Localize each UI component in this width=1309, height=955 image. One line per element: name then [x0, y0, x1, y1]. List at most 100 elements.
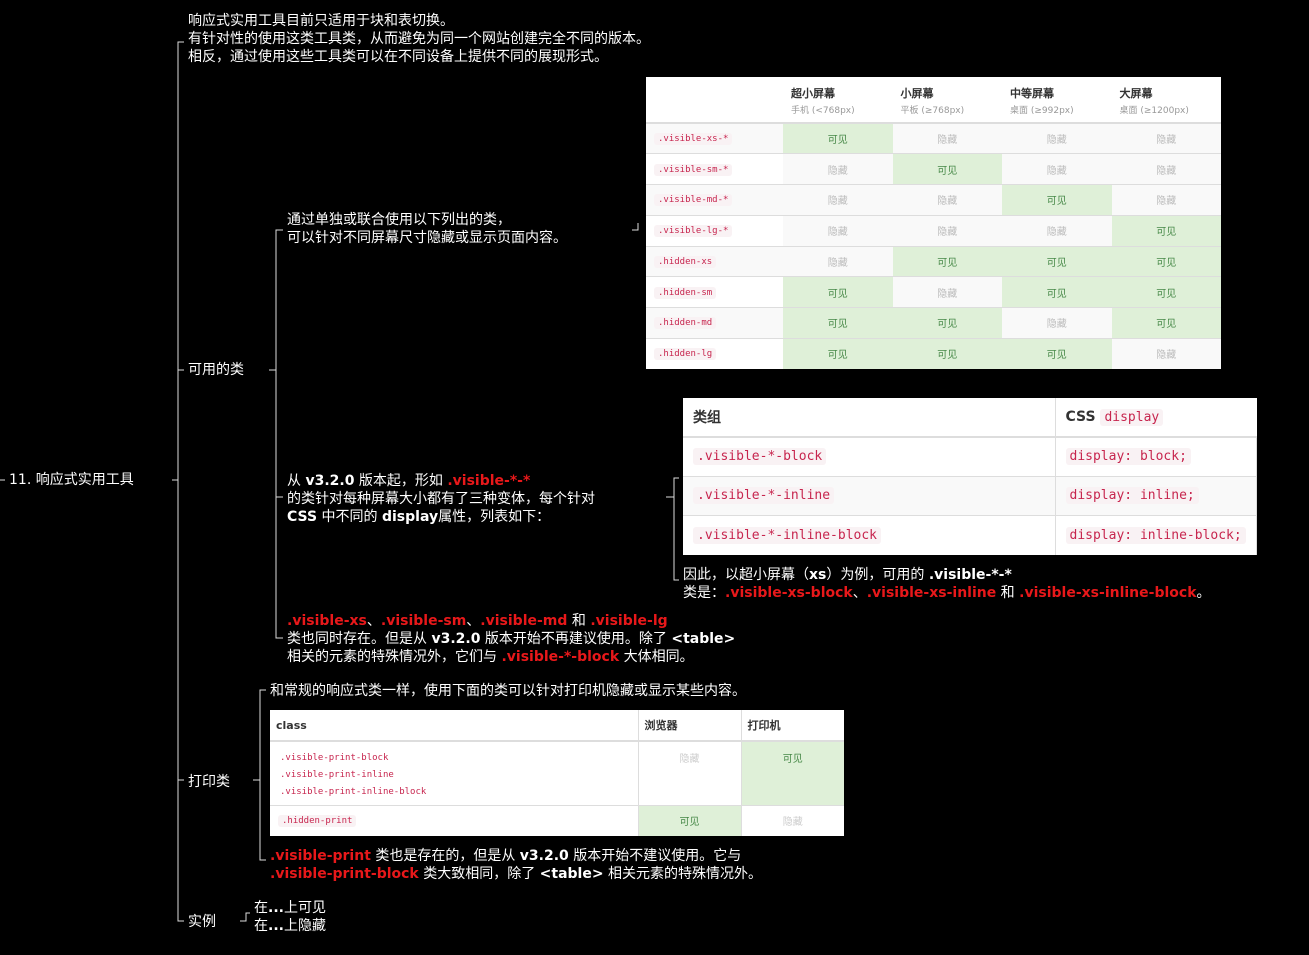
p2-l2-post: 相关元素的特殊情况外。	[603, 866, 763, 882]
n3-sep-2: 、	[466, 613, 481, 629]
n3-l3-pre: 相关的元素的特殊情况外，它们与	[287, 649, 502, 665]
ex1-pre: 在	[254, 900, 268, 916]
table1-class-code: .hidden-md	[654, 317, 717, 330]
n3-class-4: .visible-lg	[590, 613, 668, 629]
n3-sep-1: 、	[366, 613, 381, 629]
n3-l2-tag: <table>	[671, 631, 736, 647]
ex2-dots: ...	[268, 918, 284, 934]
table1-cell-visible: 可见	[783, 307, 893, 339]
available-classes-node[interactable]: 可用的类	[188, 362, 244, 378]
available-node-3-line-2: 类也同时存在。但是从 v3.2.0 版本开始不再建议使用。除了 <table>	[287, 630, 735, 648]
example-node[interactable]: 实例	[188, 914, 216, 930]
table-row: .visible-sm-*隐藏可见隐藏隐藏	[646, 153, 1221, 185]
n2-l1-pre: 从	[287, 473, 306, 489]
n2-l3-css: CSS	[287, 509, 318, 525]
table2-css-code: display: inline-block;	[1065, 527, 1246, 545]
root-node[interactable]: 11. 响应式实用工具	[9, 472, 134, 488]
table1-cell-visible: 可见	[1002, 276, 1112, 308]
example-children[interactable]: 在...上可见 在...上隐藏	[254, 899, 326, 935]
table1-cell-visible: 可见	[1111, 214, 1221, 246]
available-node-2-line-2: 的类针对每种屏幕大小都有了三种变体，每个针对	[287, 491, 595, 507]
p2-l1-version: v3.2.0	[519, 848, 569, 864]
table-row: .visible-*-inline-block display: inline-…	[683, 515, 1257, 555]
print-classes-node[interactable]: 打印类	[188, 774, 230, 790]
available-node-3-line-3: 相关的元素的特殊情况外，它们与 .visible-*-block 大体相同。	[287, 648, 735, 666]
table1-cell-class: .hidden-sm	[646, 276, 783, 308]
table1-cell-visible: 可见	[1111, 276, 1221, 308]
xs-l2-and: 和	[996, 585, 1020, 601]
table1-cell-hidden: 隐藏	[783, 184, 893, 216]
table1-cell-hidden: 隐藏	[892, 184, 1002, 216]
table2-cell-class: .visible-*-inline-block	[683, 515, 1056, 555]
table-row: .visible-md-*隐藏隐藏可见隐藏	[646, 184, 1221, 216]
table3-cell-classes: .visible-print-block .visible-print-inli…	[270, 740, 639, 805]
available-node-3[interactable]: .visible-xs、.visible-sm、.visible-md 和 .v…	[287, 612, 735, 666]
available-node-2[interactable]: 从 v3.2.0 版本起，形如 .visible-*-* 的类针对每种屏幕大小都…	[287, 472, 595, 526]
table1-cell-hidden: 隐藏	[892, 122, 1002, 154]
table1-cell-hidden: 隐藏	[892, 276, 1002, 308]
table1-class-code: .hidden-lg	[654, 348, 717, 361]
table1-cell-hidden: 隐藏	[1002, 214, 1112, 246]
xs-example-node[interactable]: 因此，以超小屏幕（xs）为例，可用的 .visible-*-* 类是：.visi…	[683, 566, 1211, 602]
print-node-2-line-1: .visible-print 类也是存在的，但是从 v3.2.0 版本开始不建议…	[270, 847, 762, 865]
intro-line-2: 有针对性的使用这类工具类，从而避免为同一个网站创建完全不同的版本。	[188, 31, 650, 47]
n2-l3-post: 属性，列表如下：	[438, 509, 551, 525]
table2-class-code: .visible-*-inline	[693, 487, 835, 505]
print-class-block: .visible-print-block	[280, 753, 389, 763]
n2-l1-code: .visible-*-*	[447, 473, 531, 489]
table1-cell-visible: 可见	[783, 122, 893, 154]
xs-example-line-2: 类是：.visible-xs-block、.visible-xs-inline …	[683, 584, 1211, 602]
table1-cell-visible: 可见	[892, 307, 1002, 339]
table1-class-code: .hidden-xs	[654, 255, 717, 268]
table2-css-code: display: inline;	[1065, 487, 1199, 505]
screen-size-table: 超小屏幕手机 (<768px) 小屏幕平板 (≥768px) 中等屏幕桌面 (≥…	[646, 77, 1221, 369]
xs-l2-class-3: .visible-xs-inline-block	[1019, 585, 1197, 601]
xs-l1-code: .visible-*-*	[928, 567, 1012, 583]
table-row: .visible-lg-*隐藏隐藏隐藏可见	[646, 214, 1221, 246]
table2-css-code: display: block;	[1065, 448, 1191, 466]
n3-l2-mid: 版本开始不再建议使用。除了	[480, 631, 672, 647]
table1-header-md: 中等屏幕桌面 (≥992px)	[1002, 77, 1112, 124]
p2-l1-post: 版本开始不建议使用。它与	[568, 848, 742, 864]
table1-cell-visible: 可见	[892, 245, 1002, 277]
available-node-2-line-3: CSS 中不同的 display属性，列表如下：	[287, 508, 595, 526]
table1-cell-hidden: 隐藏	[1002, 122, 1112, 154]
table1-class-code: .visible-sm-*	[654, 163, 733, 176]
table-row: .visible-*-inline display: inline;	[683, 475, 1257, 516]
table1-header-lg: 大屏幕桌面 (≥1200px)	[1111, 77, 1221, 124]
p2-class-1: .visible-print	[270, 848, 371, 864]
xs-example-line-1: 因此，以超小屏幕（xs）为例，可用的 .visible-*-*	[683, 566, 1211, 584]
n3-l3-code: .visible-*-block	[501, 649, 620, 665]
table1-header-lg-title: 大屏幕	[1119, 87, 1153, 100]
table1-cell-hidden: 隐藏	[1111, 337, 1221, 369]
table1-cell-class: .hidden-md	[646, 307, 783, 339]
intro-node[interactable]: 响应式实用工具目前只适用于块和表切换。 有针对性的使用这类工具类，从而避免为同一…	[188, 12, 650, 66]
table1-cell-hidden: 隐藏	[1111, 153, 1221, 185]
table-row: .visible-xs-*可见隐藏隐藏隐藏	[646, 122, 1221, 154]
table1-cell-hidden: 隐藏	[892, 214, 1002, 246]
table1-cell-visible: 可见	[1002, 337, 1112, 369]
table1-cell-hidden: 隐藏	[783, 153, 893, 185]
ex1-dots: ...	[268, 900, 284, 916]
table1-header-sm-title: 小屏幕	[900, 87, 934, 100]
table1-cell-hidden: 隐藏	[1111, 184, 1221, 216]
table3-cell-browser: 隐藏	[638, 740, 742, 805]
n2-l1-mid: 版本起，形如	[354, 473, 448, 489]
print-node-1[interactable]: 和常规的响应式类一样，使用下面的类可以针对打印机隐藏或显示某些内容。	[270, 683, 746, 699]
table2-cell-class: .visible-*-block	[683, 436, 1056, 477]
available-node-1-line-2: 可以针对不同屏幕尺寸隐藏或显示页面内容。	[287, 230, 567, 246]
n2-l3-mid: 中不同的	[317, 509, 382, 525]
n3-class-1: .visible-xs	[287, 613, 367, 629]
print-node-2[interactable]: .visible-print 类也是存在的，但是从 v3.2.0 版本开始不建议…	[270, 847, 762, 883]
xs-l2-class-2: .visible-xs-inline	[866, 585, 997, 601]
table3-cell-class: .hidden-print	[270, 804, 639, 836]
table3-cell-printer: 可见	[741, 740, 844, 805]
table1-cell-class: .hidden-xs	[646, 245, 783, 277]
available-node-1[interactable]: 通过单独或联合使用以下列出的类， 可以针对不同屏幕尺寸隐藏或显示页面内容。	[287, 211, 567, 247]
table3-cell-browser: 可见	[638, 804, 742, 836]
table2-header-css: CSS display	[1055, 398, 1257, 438]
n2-l1-version: v3.2.0	[305, 473, 355, 489]
